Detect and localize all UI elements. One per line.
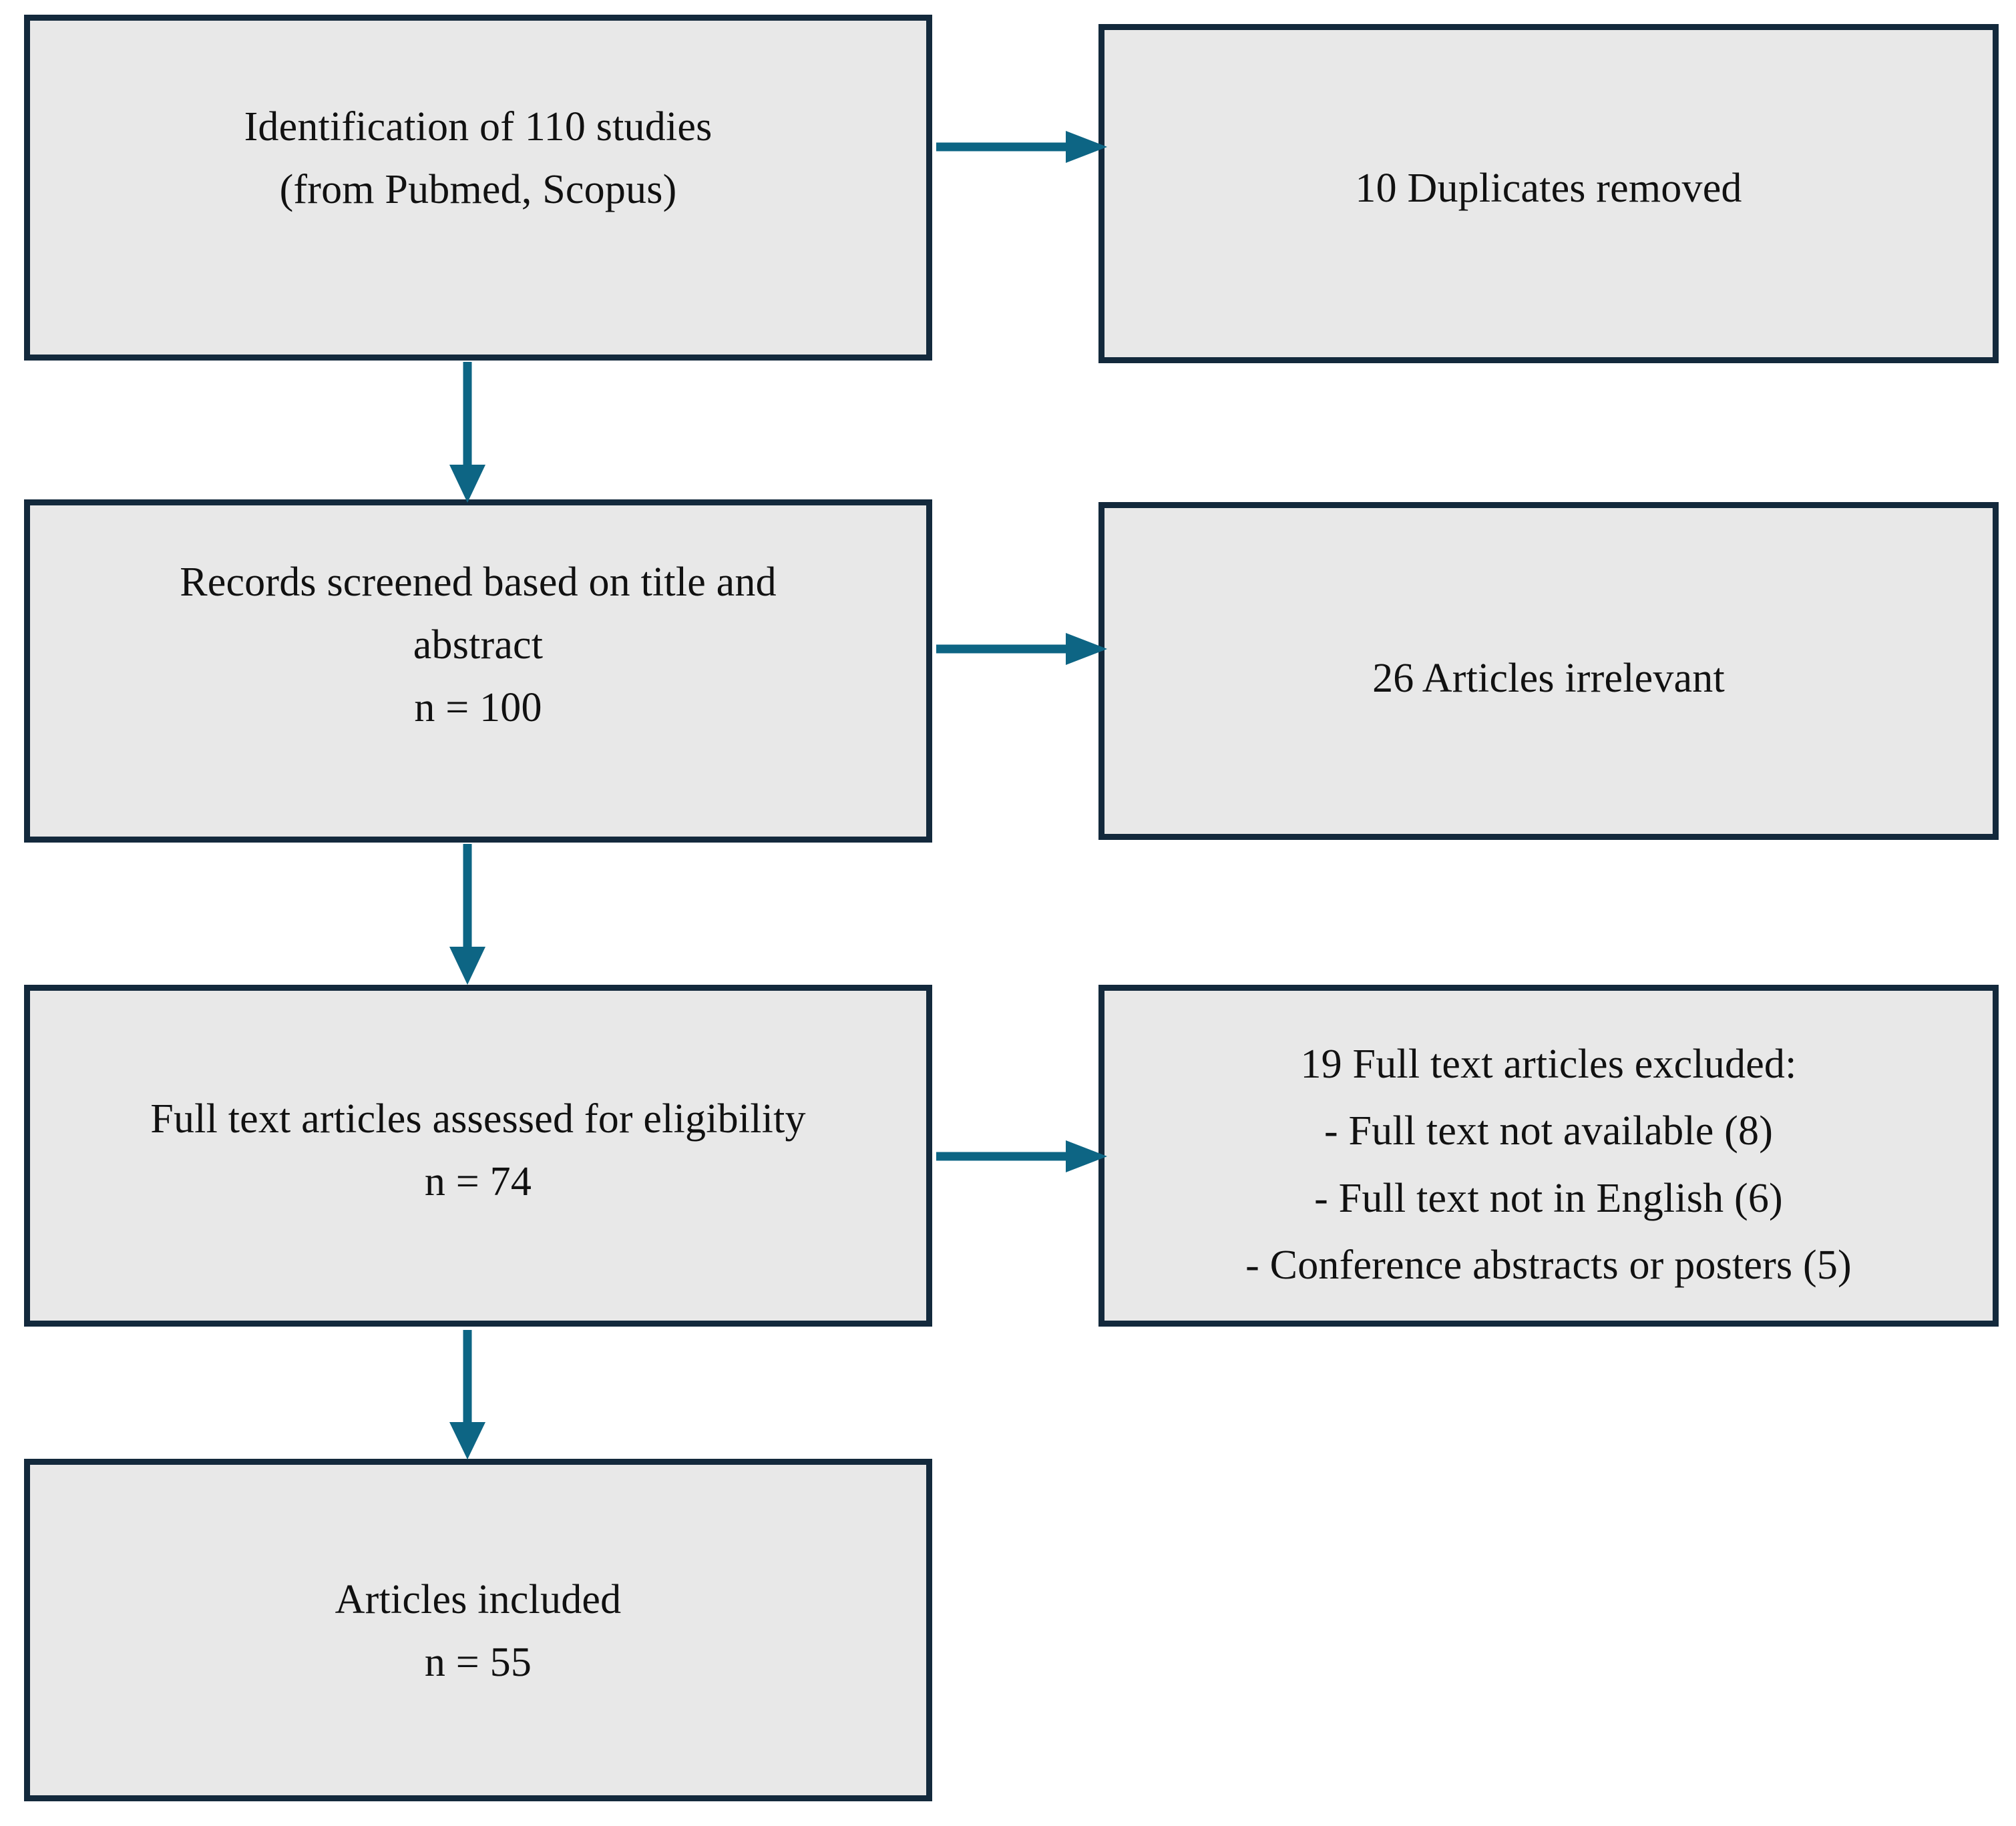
node-records-screened: Records screened based on title and abst…	[24, 499, 932, 843]
node-full-text-excluded-line-3: - Full text not in English (6)	[1314, 1175, 1783, 1221]
arrow-down-icon-screened-to-fulltext	[449, 844, 485, 985]
node-full-text-excluded: 19 Full text articles excluded: - Full t…	[1098, 985, 1999, 1327]
node-records-screened-line-3: n = 100	[414, 685, 542, 731]
node-articles-included-line-1: Articles included	[335, 1577, 622, 1622]
node-identification-line-1: Identification of 110 studies	[244, 104, 713, 150]
node-articles-included-line-2: n = 55	[424, 1640, 532, 1686]
node-articles-irrelevant-line-1: 26 Articles irrelevant	[1372, 656, 1725, 701]
node-full-text-excluded-line-4: - Conference abstracts or posters (5)	[1245, 1242, 1852, 1289]
node-full-text-excluded-line-2: - Full text not available (8)	[1324, 1108, 1774, 1154]
node-records-screened-line-2: abstract	[413, 622, 544, 668]
node-duplicates-removed-line-1: 10 Duplicates removed	[1355, 166, 1742, 211]
arrow-right-icon-screened-to-irrelevant	[936, 633, 1107, 665]
node-articles-irrelevant: 26 Articles irrelevant	[1098, 502, 1999, 840]
arrow-right-icon-fulltext-to-excluded	[936, 1140, 1107, 1172]
node-full-text-assessed-line-1: Full text articles assessed for eligibil…	[150, 1096, 806, 1142]
node-articles-included: Articles included n = 55	[24, 1459, 932, 1801]
arrow-right-icon-identification-to-duplicates	[936, 131, 1107, 163]
node-duplicates-removed: 10 Duplicates removed	[1098, 24, 1999, 363]
node-identification: Identification of 110 studies (from Pubm…	[24, 15, 932, 361]
node-full-text-assessed: Full text articles assessed for eligibil…	[24, 985, 932, 1327]
node-identification-line-2: (from Pubmed, Scopus)	[279, 167, 677, 213]
arrow-down-icon-identification-to-screened	[449, 362, 485, 503]
node-full-text-assessed-line-2: n = 74	[424, 1159, 532, 1205]
arrow-down-icon-fulltext-to-included	[449, 1330, 485, 1459]
node-records-screened-line-1: Records screened based on title and	[180, 559, 777, 605]
node-full-text-excluded-line-1: 19 Full text articles excluded:	[1300, 1042, 1797, 1087]
